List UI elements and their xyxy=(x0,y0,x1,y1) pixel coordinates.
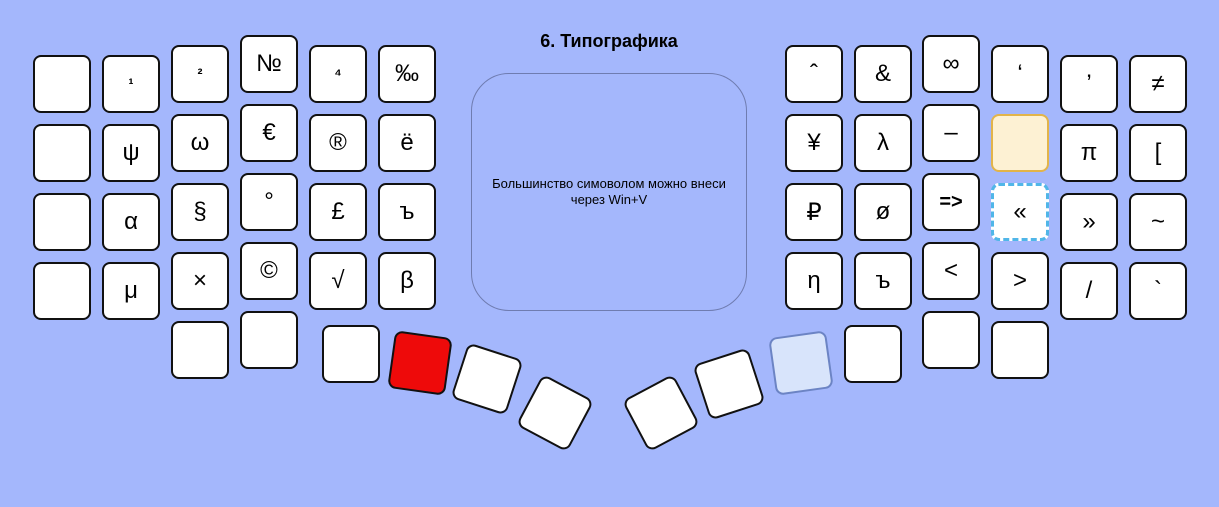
key-r-c2-r0[interactable]: ∞ xyxy=(922,35,980,93)
key-r-c2-r2[interactable]: => xyxy=(922,173,980,231)
key-r-c3-r2[interactable]: « xyxy=(991,183,1049,241)
key-r-c1-r3[interactable]: ъ xyxy=(854,252,912,310)
key-l-c0-r2[interactable] xyxy=(33,193,91,251)
key-r-c3-r1[interactable] xyxy=(991,114,1049,172)
key-l-c3-r4[interactable] xyxy=(240,311,298,369)
key-l-c2-r3[interactable]: × xyxy=(171,252,229,310)
key-l-c4-r1[interactable]: ® xyxy=(309,114,367,172)
key-thumb-l2[interactable] xyxy=(387,330,453,396)
key-r-c5-r2[interactable]: ~ xyxy=(1129,193,1187,251)
key-r-c0-r1[interactable]: ¥ xyxy=(785,114,843,172)
info-note: Большинство симоволом можно внеси через … xyxy=(471,73,747,311)
key-r-c5-r3[interactable]: ` xyxy=(1129,262,1187,320)
key-r-c1-r0[interactable]: & xyxy=(854,45,912,103)
key-l-c3-r3[interactable]: © xyxy=(240,242,298,300)
key-l-c2-r1[interactable]: ω xyxy=(171,114,229,172)
key-r-c3-r0[interactable]: ‘ xyxy=(991,45,1049,103)
key-thumb-l4[interactable] xyxy=(515,373,595,453)
key-r-c2-r3[interactable]: < xyxy=(922,242,980,300)
key-thumb-l1[interactable] xyxy=(322,325,380,383)
key-l-c0-r1[interactable] xyxy=(33,124,91,182)
key-l-c1-r2[interactable]: α xyxy=(102,193,160,251)
key-l-c4-r2[interactable]: £ xyxy=(309,183,367,241)
key-r-c4-r2[interactable]: » xyxy=(1060,193,1118,251)
key-r-c1-r2[interactable]: ø xyxy=(854,183,912,241)
key-thumb-r3[interactable] xyxy=(692,347,766,421)
key-l-c1-r1[interactable]: ψ xyxy=(102,124,160,182)
key-l-c0-r3[interactable] xyxy=(33,262,91,320)
key-l-c2-r0[interactable]: ² xyxy=(171,45,229,103)
key-r-c4-r1[interactable]: π xyxy=(1060,124,1118,182)
key-r-c2-r1[interactable]: – xyxy=(922,104,980,162)
key-thumb-r1[interactable] xyxy=(844,325,902,383)
key-l-c2-r2[interactable]: § xyxy=(171,183,229,241)
key-r-c3-r3[interactable]: > xyxy=(991,252,1049,310)
key-l-c4-r3[interactable]: √ xyxy=(309,252,367,310)
key-l-c3-r1[interactable]: € xyxy=(240,104,298,162)
key-r-c0-r3[interactable]: η xyxy=(785,252,843,310)
key-r-c4-r3[interactable]: / xyxy=(1060,262,1118,320)
key-r-c0-r0[interactable]: ˆ xyxy=(785,45,843,103)
key-l-c3-r2[interactable]: ° xyxy=(240,173,298,231)
key-r-c3-r4[interactable] xyxy=(991,321,1049,379)
key-l-c5-r1[interactable]: ё xyxy=(378,114,436,172)
key-l-c2-r4[interactable] xyxy=(171,321,229,379)
key-l-c1-r3[interactable]: μ xyxy=(102,262,160,320)
key-thumb-l3[interactable] xyxy=(450,342,524,416)
key-r-c2-r4[interactable] xyxy=(922,311,980,369)
key-l-c5-r2[interactable]: ъ xyxy=(378,183,436,241)
key-l-c0-r0[interactable] xyxy=(33,55,91,113)
key-l-c1-r0[interactable]: ¹ xyxy=(102,55,160,113)
key-l-c4-r0[interactable]: ⁴ xyxy=(309,45,367,103)
key-l-c5-r0[interactable]: ‰ xyxy=(378,45,436,103)
key-thumb-r4[interactable] xyxy=(621,373,701,453)
key-r-c5-r0[interactable]: ≠ xyxy=(1129,55,1187,113)
key-l-c5-r3[interactable]: β xyxy=(378,252,436,310)
layout-title: 6. Типографика xyxy=(540,31,678,51)
key-r-c5-r1[interactable]: [ xyxy=(1129,124,1187,182)
key-l-c3-r0[interactable]: № xyxy=(240,35,298,93)
key-r-c1-r1[interactable]: λ xyxy=(854,114,912,172)
key-r-c4-r0[interactable]: ’ xyxy=(1060,55,1118,113)
key-r-c0-r2[interactable]: ₽ xyxy=(785,183,843,241)
key-thumb-r2[interactable] xyxy=(768,330,834,396)
